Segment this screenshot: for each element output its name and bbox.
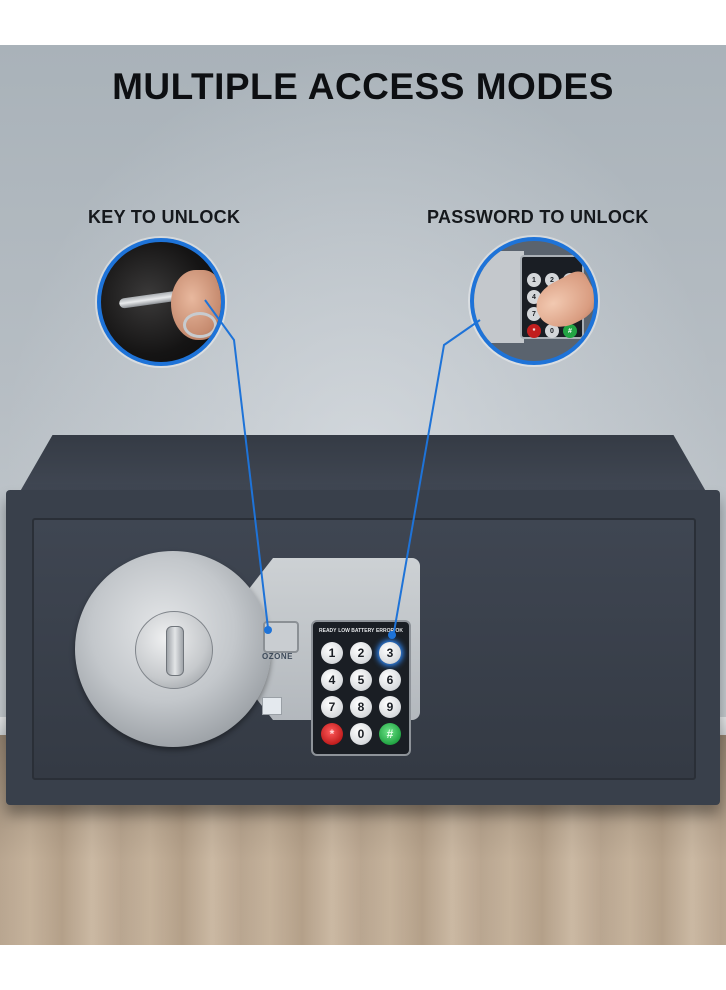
mini-lock-plate (474, 251, 524, 343)
low-battery-indicator-label: LOW BATTERY (338, 628, 375, 634)
brand-logo: OZONE (262, 652, 293, 661)
safe-top (18, 435, 708, 495)
mini-key: 0 (545, 324, 559, 338)
password-unlock-label: PASSWORD TO UNLOCK (427, 207, 649, 227)
keypad-key-9[interactable]: 9 (379, 696, 401, 718)
ready-indicator-label: READY (319, 628, 337, 634)
mini-key: # (563, 324, 577, 338)
sticker (262, 697, 282, 715)
keypad-key-hash[interactable]: # (379, 723, 401, 745)
keypad-key-7[interactable]: 7 (321, 696, 343, 718)
keypad-key-5[interactable]: 5 (350, 669, 372, 691)
error-ok-indicator-label: ERROR/OK (376, 628, 403, 634)
keypad-key-4[interactable]: 4 (321, 669, 343, 691)
dial-handle (166, 626, 184, 676)
keypad-key-2[interactable]: 2 (350, 642, 372, 664)
headline: MULTIPLE ACCESS MODES (112, 66, 614, 107)
password-unlock-callout: 1 2 3 4 5 6 7 8 9 * 0 # (470, 237, 598, 365)
mini-key: 1 (527, 273, 541, 287)
keypad-key-8[interactable]: 8 (350, 696, 372, 718)
key-lock-cylinder (135, 611, 213, 689)
key-unlock-callout (97, 238, 225, 366)
product-scene (0, 45, 726, 945)
key-ring-icon (183, 312, 217, 338)
password-connector-line (393, 319, 481, 633)
keypad-key-star[interactable]: * (321, 723, 343, 745)
password-connector-dot (388, 631, 396, 639)
keypad-key-3[interactable]: 3 (379, 642, 401, 664)
key-unlock-label: KEY TO UNLOCK (88, 207, 241, 227)
keypad-key-0[interactable]: 0 (350, 723, 372, 745)
key-connector-line (204, 299, 269, 629)
dial-knob[interactable] (75, 551, 271, 747)
mini-key: * (527, 324, 541, 338)
keypad-key-1[interactable]: 1 (321, 642, 343, 664)
key-connector-dot (264, 626, 272, 634)
keypad: READY LOW BATTERY ERROR/OK 1 2 3 4 5 6 7… (311, 620, 411, 756)
keypad-key-6[interactable]: 6 (379, 669, 401, 691)
